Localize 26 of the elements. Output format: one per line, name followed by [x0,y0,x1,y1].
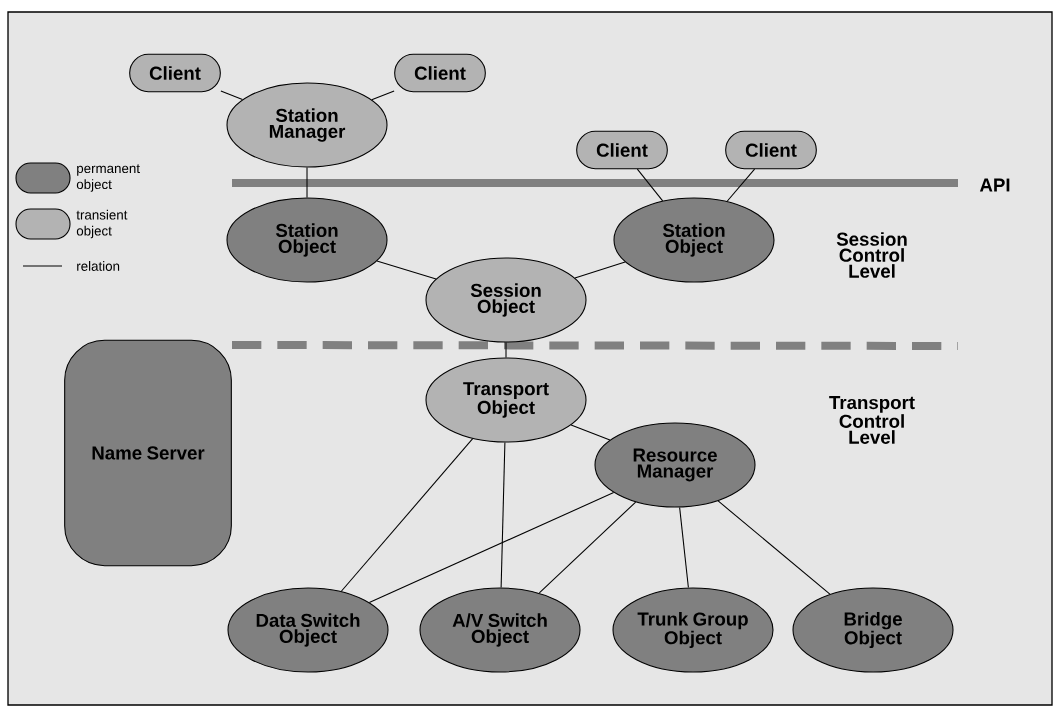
relation-line [717,500,831,595]
name-server-box: Name Server [64,339,232,567]
relation-line [505,342,507,358]
relation-line [636,168,664,202]
relation-line [376,260,437,280]
legend-text: relation [77,261,120,271]
relation-line [726,168,756,202]
legend-text: permanent object [76,164,140,192]
level-label: Transport Control Level [829,396,915,444]
relation-line [220,90,243,101]
relation-line [500,442,506,588]
client-box: Client [129,53,221,93]
relation-line [306,167,308,198]
relation-line [538,501,637,594]
relation-line [368,492,615,603]
relation-line [371,90,395,101]
relation-line [340,438,474,592]
relation-line [570,424,611,441]
level-label: Session Control Level [836,232,907,278]
client-box: Client [725,130,817,170]
relation-line [679,506,689,589]
relation-line [574,261,626,279]
level-label: API [979,178,1010,192]
client-box: Client [394,53,486,93]
client-box: Client [576,130,668,170]
legend-text: transient object [76,209,128,239]
